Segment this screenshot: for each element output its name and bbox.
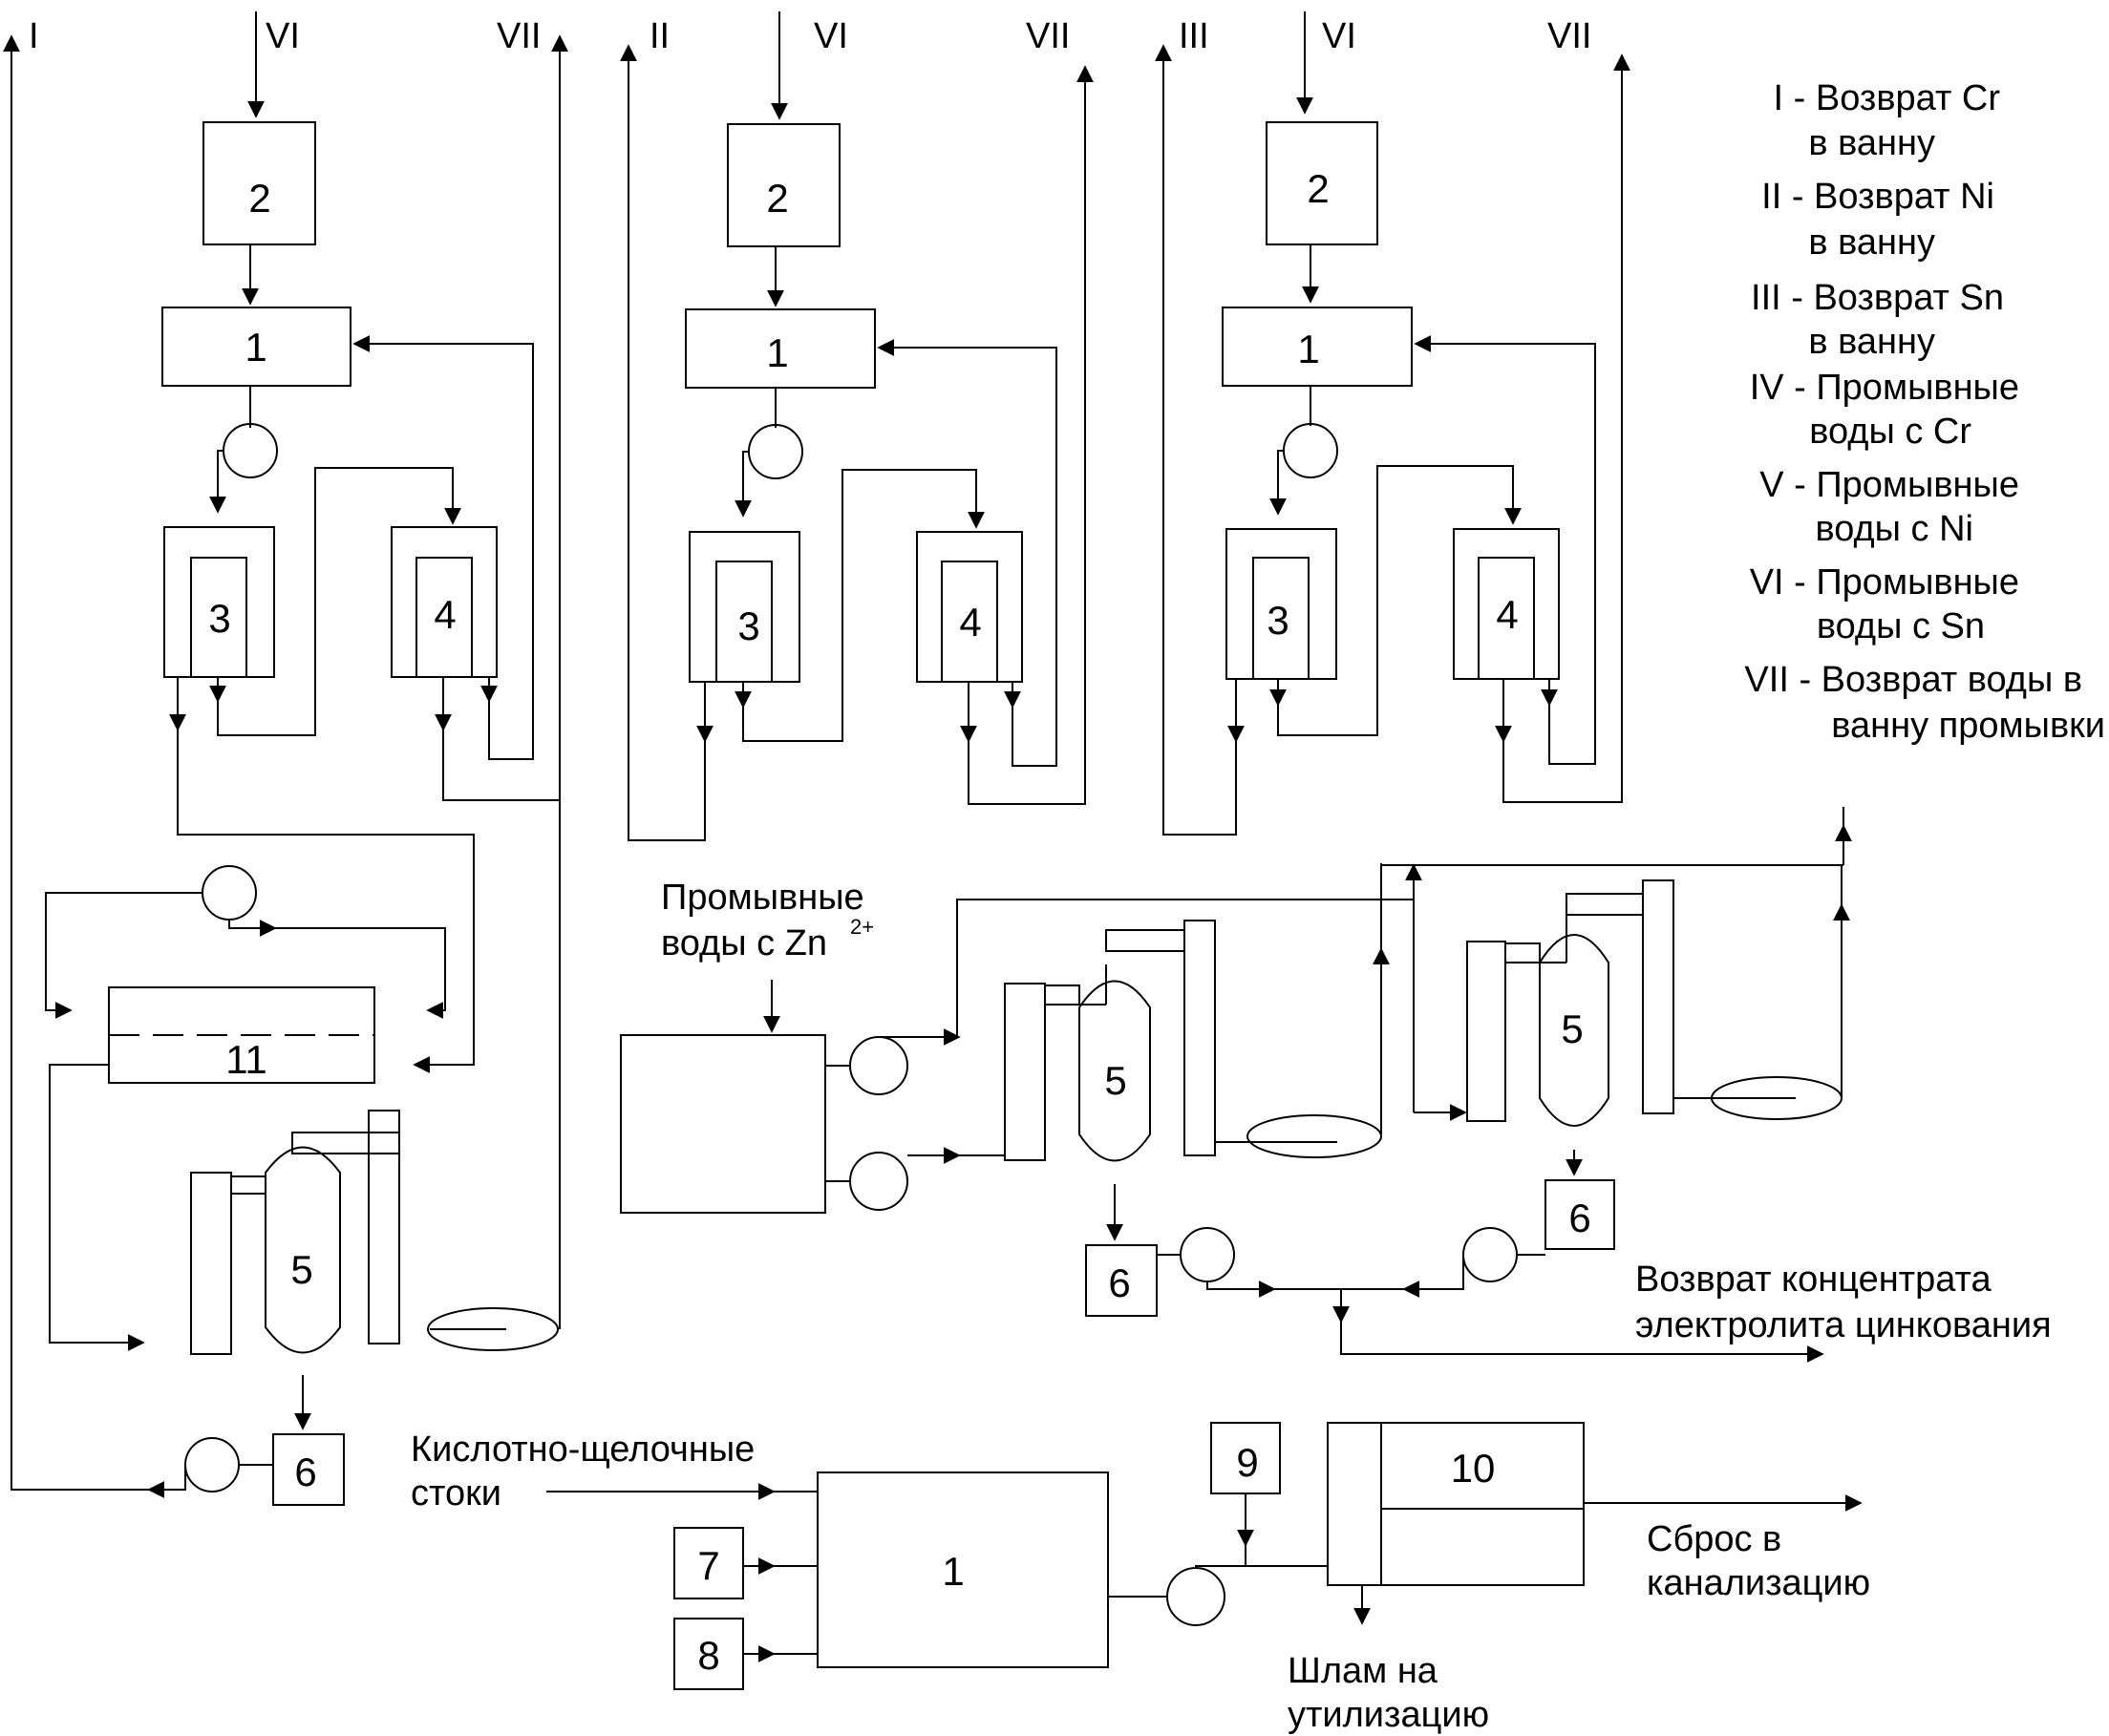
unit-number: 1 [766, 330, 788, 375]
discharge-label: канализацию [1647, 1563, 1870, 1603]
label-rinse-sn-c: VI [1322, 16, 1356, 56]
legend-line: IV - Промывные [1750, 368, 2019, 408]
evaporator-vessel [265, 1146, 341, 1354]
pump-icon [1283, 423, 1338, 478]
collector-box [272, 1433, 345, 1506]
unit-number: 7 [697, 1543, 719, 1588]
acid-alkali-label: стоки [411, 1473, 501, 1514]
unit-number: 4 [434, 592, 456, 637]
unit-number: 2 [766, 176, 788, 221]
label-rinse-sn-a: VI [266, 16, 300, 56]
legend-line: воды с Cr [1809, 412, 1971, 452]
unit-number: 6 [294, 1450, 316, 1494]
legend-line: воды с Ni [1815, 509, 1973, 549]
unit-number: 11 [225, 1037, 267, 1082]
legend-line: III - Возврат Sn [1751, 278, 2004, 318]
unit-number: 2 [248, 176, 270, 221]
collector-box [1085, 1244, 1158, 1317]
unit-number: 3 [1267, 598, 1289, 643]
zinc-section [620, 807, 1852, 1363]
legend-line: в ванну [1808, 123, 1935, 163]
zn-rinse-superscript: 2+ [850, 915, 874, 939]
condenser [1246, 1114, 1382, 1158]
unit-number: 6 [1568, 1196, 1590, 1240]
zinc-tank [620, 1034, 826, 1214]
legend: I - Возврат Cr в ванну II - Возврат Ni в… [1744, 78, 2105, 746]
legend-line: V - Промывные [1759, 465, 2019, 505]
unit-number: 1 [942, 1549, 964, 1594]
mixer-box [727, 123, 841, 247]
label-return-cr: I [29, 16, 39, 56]
unit-numbers: 2 1 3 4 11 5 6 2 1 3 4 2 1 3 4 5 5 6 6 1… [208, 166, 1590, 1678]
column-c [1155, 11, 1630, 836]
acid-alkali-label: Кислотно-щелочные [411, 1429, 755, 1470]
column-a [2, 11, 568, 1506]
unit-number: 3 [737, 603, 759, 648]
top-labels: I VI VII II VI VII III VI VII [29, 16, 1591, 56]
unit-number: 2 [1307, 166, 1329, 211]
sludge-label: утилизацию [1288, 1695, 1489, 1735]
pump-icon [184, 1437, 240, 1493]
label-water-return-a: VII [497, 16, 541, 56]
unit-number: 9 [1236, 1440, 1258, 1485]
filter-box [161, 307, 352, 387]
evaporator-vessel [1078, 980, 1151, 1162]
legend-line: в ванну [1808, 222, 1935, 263]
mixer-box [1266, 121, 1378, 245]
zinc-return-label: Возврат концентрата [1635, 1260, 1992, 1300]
unit-number: 6 [1108, 1260, 1130, 1305]
label-water-return-c: VII [1547, 16, 1591, 56]
mixer-box [202, 121, 316, 245]
label-return-ni: II [650, 16, 670, 56]
label-water-return-b: VII [1026, 16, 1070, 56]
legend-line: ванну промывки [1831, 706, 2105, 746]
zn-rinse-label: воды с Zn [661, 923, 827, 963]
unit-number: 1 [245, 325, 266, 370]
treatment-section [546, 1422, 1863, 1690]
filter-box [1222, 307, 1413, 387]
unit-number: 4 [959, 600, 981, 645]
legend-line: в ванну [1808, 322, 1935, 362]
column-b [620, 11, 1094, 841]
legend-line: VII - Возврат воды в [1744, 660, 2082, 700]
flow-labels: Промывные воды с Zn 2+ Возврат концентра… [411, 878, 2052, 1735]
pump-icon [748, 424, 803, 479]
label-rinse-sn-b: VI [814, 16, 848, 56]
pump-icon [1462, 1227, 1518, 1282]
discharge-label: Сброс в [1647, 1519, 1781, 1559]
pump-icon [1180, 1227, 1235, 1282]
pump-icon [223, 423, 278, 478]
unit-number: 5 [1561, 1006, 1583, 1051]
pump-icon [849, 1036, 908, 1095]
pump-icon [202, 865, 257, 921]
zn-rinse-label: Промывные [661, 878, 864, 918]
sludge-label: Шлам на [1288, 1651, 1438, 1691]
legend-line: II - Возврат Ni [1761, 177, 1994, 217]
collector-box [1544, 1179, 1615, 1250]
evaporator-vessel [1539, 934, 1609, 1127]
legend-line: воды с Sn [1817, 606, 1985, 646]
label-return-sn: III [1179, 16, 1209, 56]
pump-icon [849, 1152, 908, 1211]
zinc-return-label: электролита цинкования [1635, 1305, 2052, 1345]
unit-number: 1 [1297, 327, 1319, 371]
unit-number: 3 [208, 596, 230, 641]
legend-line: VI - Промывные [1750, 562, 2019, 603]
unit-number: 10 [1451, 1446, 1496, 1491]
unit-number: 5 [290, 1247, 312, 1292]
unit-number: 5 [1104, 1058, 1126, 1103]
condenser [427, 1307, 559, 1351]
filter-box [685, 308, 876, 389]
legend-line: I - Возврат Cr [1774, 78, 2001, 118]
pump-icon [1166, 1567, 1225, 1626]
reagent-box [673, 1527, 744, 1599]
neutralizer-tank [817, 1471, 1109, 1668]
unit-number: 4 [1496, 592, 1518, 637]
unit-number: 8 [697, 1633, 719, 1678]
